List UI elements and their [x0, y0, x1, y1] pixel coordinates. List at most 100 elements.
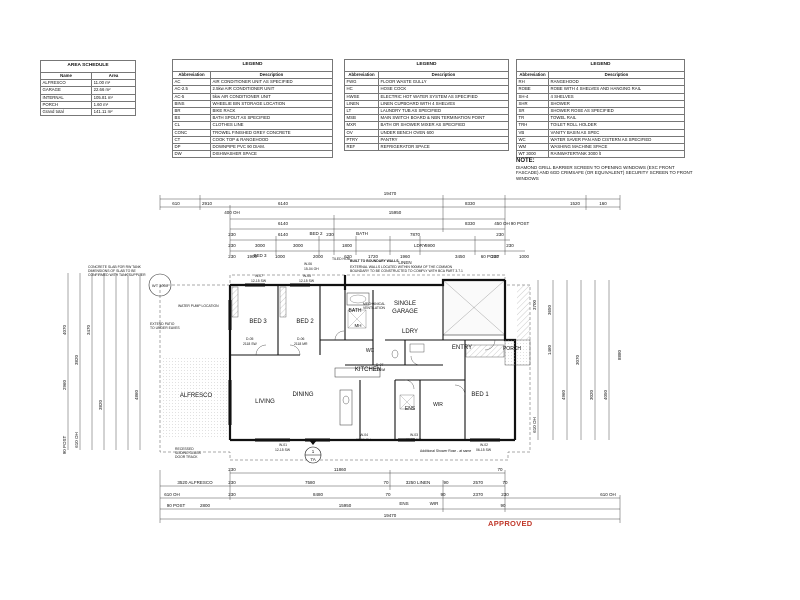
dim-bot-r3-0: 610 OH	[164, 492, 180, 497]
label-d07: D-07	[376, 363, 383, 367]
room-dining: DINING	[293, 392, 314, 398]
shower-base	[347, 309, 367, 329]
dim-top-r1-2: 6140	[278, 201, 289, 206]
wt-label: WT 3000	[152, 283, 169, 288]
legend-2-desc-cell: PANTRY	[378, 135, 509, 145]
legend-3-header-desc: Description	[548, 70, 685, 80]
dim-top-label-bath: BATH	[356, 231, 368, 236]
area-schedule-abbr-cell: Grand total	[39, 108, 93, 117]
dim-top-r5-11: 1960	[400, 254, 411, 259]
label-d05-size: 2118 SW	[243, 342, 257, 346]
dim-top-r4-post: 90 POST	[511, 221, 530, 226]
rainwater-tank-icon	[148, 273, 172, 297]
area-header-name: Name	[39, 71, 93, 81]
dim-bot-r2-4: 3250 LINEN	[406, 480, 431, 485]
label-d06-size: 2118 MR	[294, 342, 308, 346]
dim-right-7: 8880	[617, 349, 622, 360]
label-w06: W-06	[304, 262, 312, 266]
dim-top-overall: 19470	[384, 191, 397, 196]
legend-3-desc-cell: WATER SAVER PAN AND CISTERN AS SPECIFIED	[548, 135, 685, 145]
room-kitchen: KITCHEN	[355, 367, 381, 373]
dim-left-6: 610 OH	[74, 432, 79, 448]
label-w01: W-01	[279, 443, 287, 447]
bath-basin-icon	[349, 294, 367, 304]
dim-bot-r4-0: 90 POST	[167, 503, 186, 508]
dim-bot-r1-2: 70	[497, 467, 503, 472]
label-w03-size: 06-06 SW	[406, 438, 422, 442]
dim-top-r2-1: 8330	[465, 221, 476, 226]
dim-bot-r3-4: 90	[440, 492, 446, 497]
dim-top-label-ldry: LDRY	[414, 243, 426, 248]
room-mh: MH	[355, 323, 362, 328]
dim-top-r5-3: 1000	[275, 254, 286, 259]
dim-bot-r3-3: 70	[385, 492, 391, 497]
legend-1-desc-cell: DOWNPIPE PVC 90 DIAM.	[210, 143, 333, 152]
note-concrete-slab: CONCRETE SLAB FOR RW TANK DIMENSIONS OF …	[88, 265, 146, 277]
dim-left-7: 90 POST	[62, 435, 67, 454]
dim-right-8: 610 OH	[532, 417, 537, 433]
dim-top-r5-14: 230	[491, 254, 499, 259]
dim-top-r1-3: 8330	[465, 201, 476, 206]
plan-annotations: CONCRETE SLAB FOR RW TANK DIMENSIONS OF …	[88, 257, 492, 459]
label-w07: W-07	[255, 274, 263, 278]
legend-1-desc-cell: COOK TOP & RANGEHOOD	[210, 135, 333, 145]
dim-bot-r2-6: 2570	[473, 480, 484, 485]
note-mech-vent: MECHANICAL VENTILATION	[363, 302, 386, 310]
dim-right-4: 3070	[575, 354, 580, 365]
dim-right-2: 1460	[547, 344, 552, 355]
bottom-dimension-labels: 230 11860 70 3520 ALFRESCO 230 7580 70 3…	[164, 467, 616, 518]
legend-2-desc-cell: ELECTRIC HOT WATER SYSTEM AS SPECIFIED	[378, 92, 509, 101]
dim-top-r5-13: 3450	[455, 254, 466, 259]
bed2-robe	[279, 286, 287, 318]
dim-left-0: 4070	[62, 324, 67, 335]
right-dimension-labels: 3700 3650 1460 4960 3070 3020 4050 8880 …	[532, 299, 622, 432]
label-w04: W-04	[360, 433, 368, 437]
legend-2-desc-cell: REFRIGERATOR SPACE	[378, 143, 509, 152]
dim-top-r3-2: 230	[326, 232, 334, 237]
dim-top-r3-1: 6140	[278, 232, 289, 237]
room-bath: BATH	[349, 308, 362, 314]
dim-bot-r3-2: 8480	[313, 492, 324, 497]
wc-pan-icon	[391, 349, 399, 359]
label-d07-size: 2118 WI	[373, 368, 385, 372]
section-number: 1	[312, 449, 315, 454]
ens-shower	[399, 394, 415, 410]
left-dimension-labels: 4070 2960 3820 3470 3820 4860 610 OH 90 …	[62, 324, 139, 454]
section-arrow-icon	[309, 440, 317, 445]
laundry-tub	[409, 343, 425, 353]
approved-stamp: APPROVED	[488, 519, 533, 528]
dim-bot-r4-1: 2800	[200, 503, 211, 508]
dim-left-1: 2960	[62, 379, 67, 390]
dim-bot-r4-3: 90	[500, 503, 506, 508]
label-w07-size: 12-15 SW	[251, 279, 267, 283]
dim-right-3: 4960	[561, 389, 566, 400]
area-schedule-desc-cell: 141.11 m²	[91, 108, 136, 117]
dim-top-label-post: 60 POST	[481, 254, 500, 259]
label-w02: W-02	[480, 443, 488, 447]
windows	[228, 283, 500, 442]
note-recessed-door: RECESSED SLIDING GLASS DOOR TRACK	[175, 447, 202, 459]
legend-1-desc-cell: DISHWASHER SPACE	[210, 150, 333, 159]
label-d05: D-05	[246, 337, 253, 341]
label-w04-size: 06-06 OH	[356, 438, 371, 442]
ens-shower-cross-2	[399, 394, 415, 410]
dim-bot-r2-1: 230	[228, 480, 236, 485]
dim-bot-r2-7: 70	[502, 480, 508, 485]
dim-top-r4-5: 1800	[342, 243, 353, 248]
legend-2-header-desc: Description	[378, 70, 509, 80]
alfresco-slab	[163, 357, 230, 439]
dim-right-6: 4050	[603, 389, 608, 400]
internal-walls	[230, 285, 505, 440]
bed1-robe	[465, 344, 505, 358]
legend-1-desc-cell: WHEELIE BIN STORAGE LOCATION	[210, 99, 333, 109]
dim-left-3: 3470	[86, 324, 91, 335]
